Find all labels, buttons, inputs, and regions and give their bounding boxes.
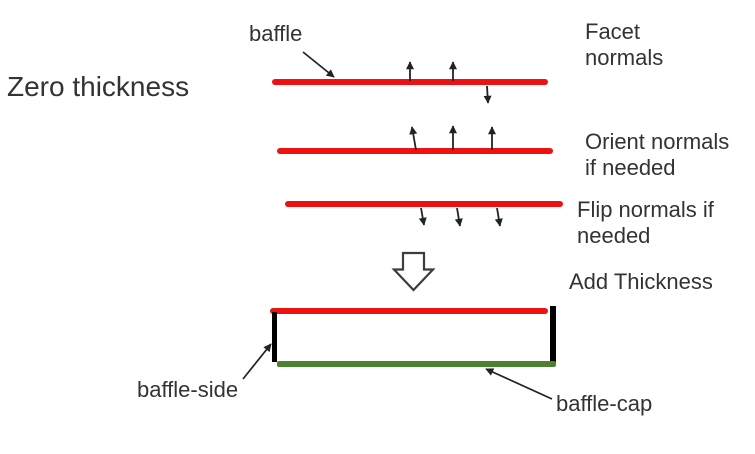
baffle-surface-3 bbox=[285, 201, 563, 207]
baffle-label: baffle bbox=[249, 21, 303, 46]
baffle-cap-label: baffle-cap bbox=[556, 391, 653, 416]
orient-normals-label: Orient normals if needed bbox=[585, 129, 729, 181]
flip-normals-line2: needed bbox=[577, 223, 651, 248]
baffle-box-cap-green bbox=[277, 361, 556, 367]
flip-normals-label: Flip normals if needed bbox=[577, 197, 714, 249]
facet-normals-line1: Facet bbox=[585, 19, 641, 44]
baffle-surface-2 bbox=[277, 148, 553, 154]
baffle-side-label: baffle-side bbox=[137, 377, 239, 402]
baffle-surface-1 bbox=[272, 79, 548, 85]
facet-normals-line2: normals bbox=[585, 45, 664, 70]
process-down-arrow bbox=[391, 251, 436, 292]
orient-normals-line1: Orient normals bbox=[585, 129, 730, 154]
baffle-pointer-arrow bbox=[302, 51, 335, 78]
baffle-side-pointer-arrow bbox=[242, 343, 272, 380]
baffle-box-top-red bbox=[270, 308, 548, 314]
baffle-cap-pointer-arrow bbox=[485, 368, 553, 400]
baffle-box-side-left bbox=[272, 312, 277, 362]
zero-thickness-label: Zero thickness bbox=[7, 71, 190, 102]
add-thickness-label: Add Thickness bbox=[569, 269, 713, 294]
facet-normals-label: Facet normals bbox=[585, 19, 663, 71]
normal-down-arrow bbox=[494, 207, 503, 227]
normal-down-arrow bbox=[454, 207, 463, 227]
normal-up-arrow bbox=[409, 126, 418, 151]
normal-down-arrow bbox=[418, 207, 427, 226]
baffle-box-side-right bbox=[550, 306, 556, 365]
orient-normals-line2: if needed bbox=[585, 155, 676, 180]
normal-down-arrow bbox=[483, 85, 492, 104]
flip-normals-line1: Flip normals if bbox=[577, 197, 714, 222]
